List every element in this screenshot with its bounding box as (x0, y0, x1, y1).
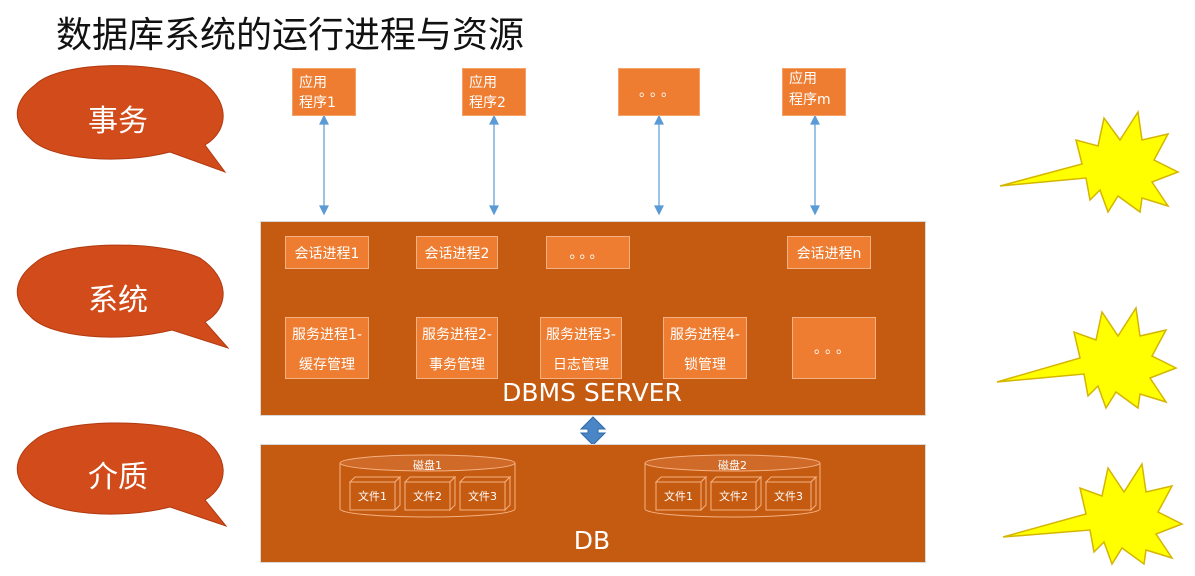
app-line1: 应用 (469, 75, 497, 91)
session-process-n[interactable]: 会话进程n (787, 236, 871, 269)
app-line1: 应用 (299, 75, 327, 91)
service-line2: 日志管理 (553, 357, 609, 373)
app-box-2[interactable]: 应用 程序2 (462, 68, 526, 116)
app-line2: 程序m (789, 92, 831, 108)
dbms-server-label: DBMS SERVER (502, 378, 682, 407)
app-box-m[interactable]: 应用 程序m (782, 68, 846, 116)
bubble-label-system: 系统 (88, 283, 148, 318)
file-2-disk2[interactable]: 文件2 (719, 490, 748, 503)
page-title: 数据库系统的运行进程与资源 (56, 15, 525, 56)
db-label: DB (573, 526, 611, 555)
service-line1: 服务进程4- (670, 327, 740, 343)
bubble-transaction-shape (16, 65, 227, 174)
app-box-1[interactable]: 应用 程序1 (292, 68, 356, 116)
app-line1: 应用 (789, 71, 817, 87)
service-process-1[interactable]: 服务进程1- 缓存管理 (285, 317, 369, 379)
bubble-media-shape (16, 422, 228, 528)
bubble-label-media: 介质 (88, 460, 148, 495)
app-box-ellipsis[interactable]: 。。。 (618, 68, 700, 116)
file-1-disk2[interactable]: 文件1 (664, 490, 693, 503)
service-process-ellipsis[interactable]: 。。。 (792, 317, 876, 379)
app-line2: 程序2 (469, 95, 506, 111)
explosion-icon (1002, 461, 1184, 566)
service-process-4[interactable]: 服务进程4- 锁管理 (663, 317, 747, 379)
bubble-system-shape (16, 244, 230, 350)
service-process-3[interactable]: 服务进程3- 日志管理 (540, 317, 622, 379)
session-process-ellipsis[interactable]: 。。。 (546, 236, 630, 269)
app-ellipsis: 。。。 (639, 84, 679, 100)
file-3-disk2[interactable]: 文件3 (774, 490, 803, 503)
service-process-2[interactable]: 服务进程2- 事务管理 (416, 317, 498, 379)
session-process-2[interactable]: 会话进程2 (416, 236, 498, 269)
disk-2-label: 磁盘2 (718, 459, 747, 472)
service-line2: 锁管理 (684, 357, 726, 373)
explosion-icon (996, 305, 1178, 410)
service-line1: 服务进程1- (292, 327, 362, 343)
service-line1: 服务进程2- (422, 327, 492, 343)
app-session-connectors (319, 114, 820, 216)
service-line2: 缓存管理 (299, 357, 355, 373)
session-process-1[interactable]: 会话进程1 (285, 236, 369, 269)
file-2-disk1[interactable]: 文件2 (413, 490, 442, 503)
server-db-arrow (579, 416, 607, 446)
service-line1: 服务进程3- (546, 327, 616, 343)
bubble-label-transaction: 事务 (88, 104, 148, 139)
app-line2: 程序1 (299, 95, 336, 111)
service-line2: 事务管理 (429, 357, 485, 373)
disk-1-label: 磁盘1 (413, 459, 442, 472)
file-3-disk1[interactable]: 文件3 (468, 490, 497, 503)
explosion-icon (999, 109, 1180, 214)
file-1-disk1[interactable]: 文件1 (358, 490, 387, 503)
